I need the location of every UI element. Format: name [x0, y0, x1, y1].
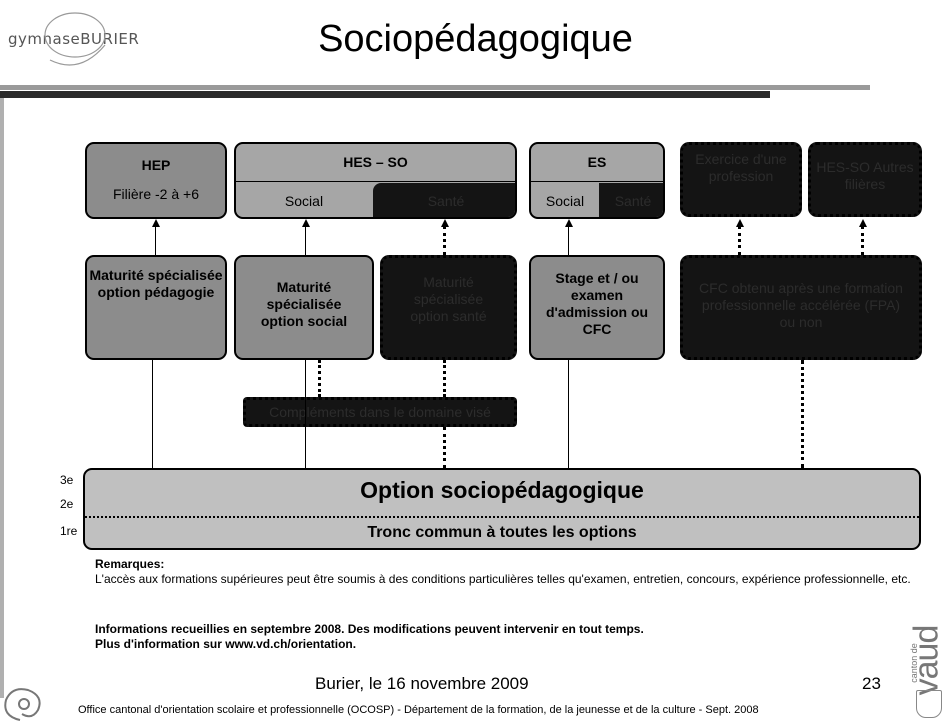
hes-so-box: HES – SO Social Santé — [234, 142, 517, 219]
arrow-up-icon — [441, 219, 449, 227]
info-line-2: Plus d'information sur www.vd.ch/orienta… — [95, 637, 357, 651]
remarks-heading: Remarques: — [95, 557, 165, 571]
info-line-1: Informations recueillies en septembre 20… — [95, 622, 644, 636]
hep-subtitle: Filière -2 à +6 — [113, 186, 199, 202]
es-box: ES Social Santé — [529, 142, 665, 219]
footer-credit: Office cantonal d'orientation scolaire e… — [78, 704, 759, 716]
option-base-box: Option sociopédagogique Tronc commun à t… — [83, 468, 921, 550]
connector-line — [568, 360, 569, 468]
dotted-connector — [801, 360, 804, 468]
es-title: ES — [531, 154, 663, 182]
connector-line — [305, 360, 306, 468]
stage-examen-box: Stage et / ou examen d'admission ou CFC — [529, 255, 665, 360]
tronc-commun: Tronc commun à toutes les options — [367, 524, 637, 541]
complements-box: Compléments dans le domaine visé — [243, 397, 517, 427]
canton-vaud-logo: vaud canton de — [908, 614, 946, 696]
connector-line — [305, 225, 306, 255]
es-sante: Santé — [599, 183, 663, 217]
level-3e: 3e — [60, 473, 74, 487]
remarks-text: L'accès aux formations supérieures peut … — [95, 572, 911, 586]
maturite-sante-box: Maturité spécialisée option santé — [380, 255, 517, 360]
page-number: 23 — [862, 674, 881, 693]
hes-so-social: Social — [284, 193, 324, 209]
hep-box: HEP Filière -2 à +6 — [85, 142, 227, 219]
level-1re: 1re — [60, 524, 78, 538]
ocosp-logo-icon — [4, 688, 41, 721]
canton-de-text: canton de — [909, 643, 919, 683]
arrow-up-icon — [736, 219, 744, 227]
connector-line — [568, 225, 569, 255]
footer-date: Burier, le 16 novembre 2009 — [315, 674, 529, 693]
dotted-connector — [318, 360, 321, 397]
maturite-pedagogie-box: Maturité spécialisée option pédagogie — [85, 255, 227, 360]
hes-so-sante: Santé — [373, 183, 515, 217]
arrow-up-icon — [152, 219, 160, 227]
logo-swirl-icon — [44, 12, 106, 66]
connector-line — [152, 360, 153, 468]
option-title: Option sociopédagogique — [360, 477, 644, 503]
dotted-connector — [738, 226, 741, 255]
hes-so-autres-box: HES-SO Autres filières — [808, 142, 922, 217]
header-divider — [0, 85, 870, 90]
dotted-connector — [443, 427, 446, 468]
es-social: Social — [545, 193, 585, 209]
exercice-profession-box: Exercice d'une profession — [680, 142, 802, 217]
maturite-social-box: Maturité spécialisée option social — [234, 255, 374, 360]
gymnase-burier-logo: gymnaseBURIER — [8, 30, 140, 48]
hep-title: HEP — [141, 157, 171, 173]
dotted-connector — [443, 360, 446, 397]
level-divider — [85, 516, 919, 518]
left-border — [0, 98, 4, 698]
cfc-box: CFC obtenu après une formation professio… — [680, 255, 922, 360]
vaud-shield-icon — [916, 690, 942, 718]
hes-so-title: HES – SO — [236, 154, 515, 182]
arrow-up-icon — [302, 219, 310, 227]
header-divider-dark — [0, 91, 770, 98]
level-2e: 2e — [60, 497, 74, 511]
connector-line — [155, 225, 156, 255]
arrow-up-icon — [565, 219, 573, 227]
dotted-connector — [861, 226, 864, 255]
arrow-up-icon — [859, 219, 867, 227]
page-title: Sociopédagogique — [318, 18, 633, 60]
dotted-connector — [443, 226, 446, 255]
